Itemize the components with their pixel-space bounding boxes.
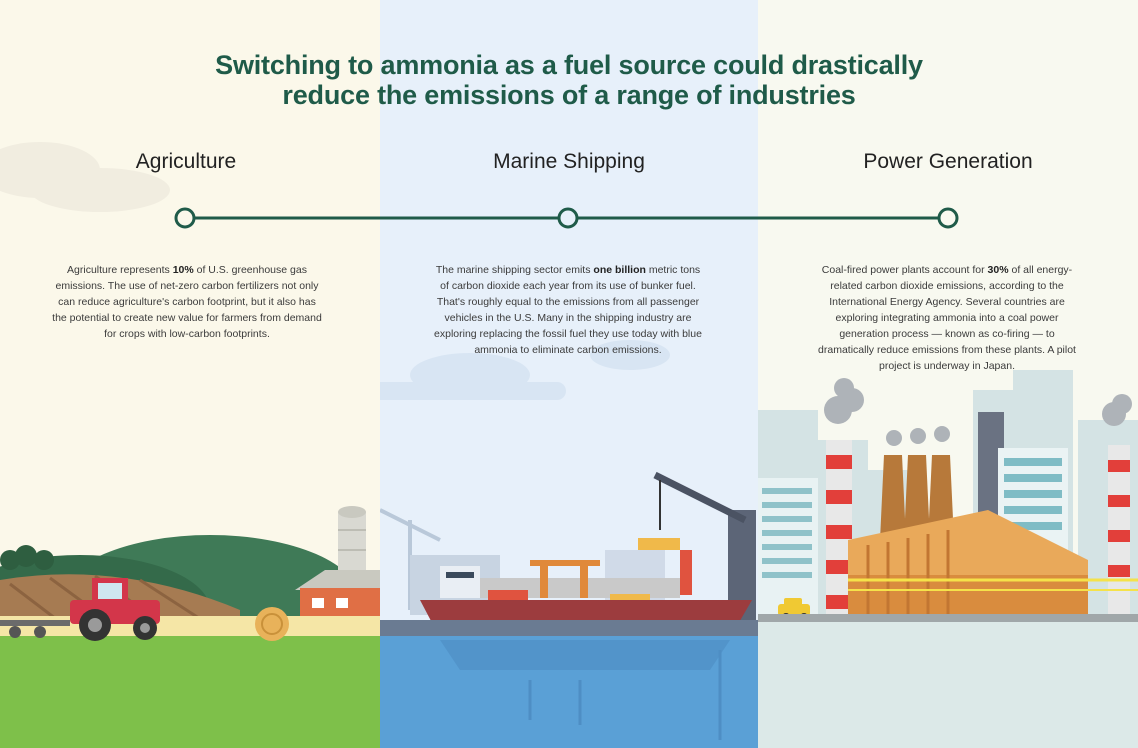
page-title-line-2: reduce the emissions of a range of indus…	[282, 80, 856, 110]
page-title: Switching to ammonia as a fuel source co…	[0, 50, 1138, 110]
description-text: The marine shipping sector emits	[435, 264, 594, 276]
marine-panel	[380, 0, 758, 748]
agriculture-panel	[0, 0, 380, 748]
sector-title-marine-shipping: Marine Shipping	[493, 150, 645, 173]
description-text: metric tons of carbon dioxide each year …	[434, 264, 702, 356]
cloud-icon	[0, 142, 170, 212]
description-text: Agriculture represents	[67, 264, 173, 276]
description-text: of U.S. greenhouse gas emissions. The us…	[52, 264, 322, 340]
tractor-icon	[0, 578, 160, 641]
power-plant-illustration	[758, 370, 1138, 748]
power-panel	[758, 0, 1138, 748]
description-highlight: 30%	[987, 264, 1009, 276]
sector-description-agriculture: Agriculture represents 10% of U.S. green…	[52, 262, 322, 342]
description-highlight: one billion	[593, 264, 646, 276]
farm-illustration	[0, 142, 380, 748]
sector-title-power-generation: Power Generation	[863, 150, 1033, 173]
chimney-icon	[826, 440, 852, 615]
barn-icon	[295, 570, 380, 616]
sector-description-power-generation: Coal-fired power plants account for 30% …	[812, 262, 1082, 374]
description-text: Coal-fired power plants account for	[821, 264, 988, 276]
smoke-icon	[824, 378, 1132, 446]
description-text: of all energy-related carbon dioxide emi…	[818, 264, 1076, 372]
cloud-icon	[380, 340, 670, 400]
sector-description-marine-shipping: The marine shipping sector emits one bil…	[433, 262, 703, 358]
page-title-line-1: Switching to ammonia as a fuel source co…	[215, 50, 923, 80]
chimney-icon	[1108, 445, 1130, 615]
tree-row-icon	[0, 545, 54, 570]
description-highlight: 10%	[172, 264, 194, 276]
hay-bale-icon	[255, 607, 289, 641]
factory-icon	[848, 510, 1138, 615]
ship-illustration	[380, 340, 758, 748]
sector-title-agriculture: Agriculture	[135, 150, 237, 173]
